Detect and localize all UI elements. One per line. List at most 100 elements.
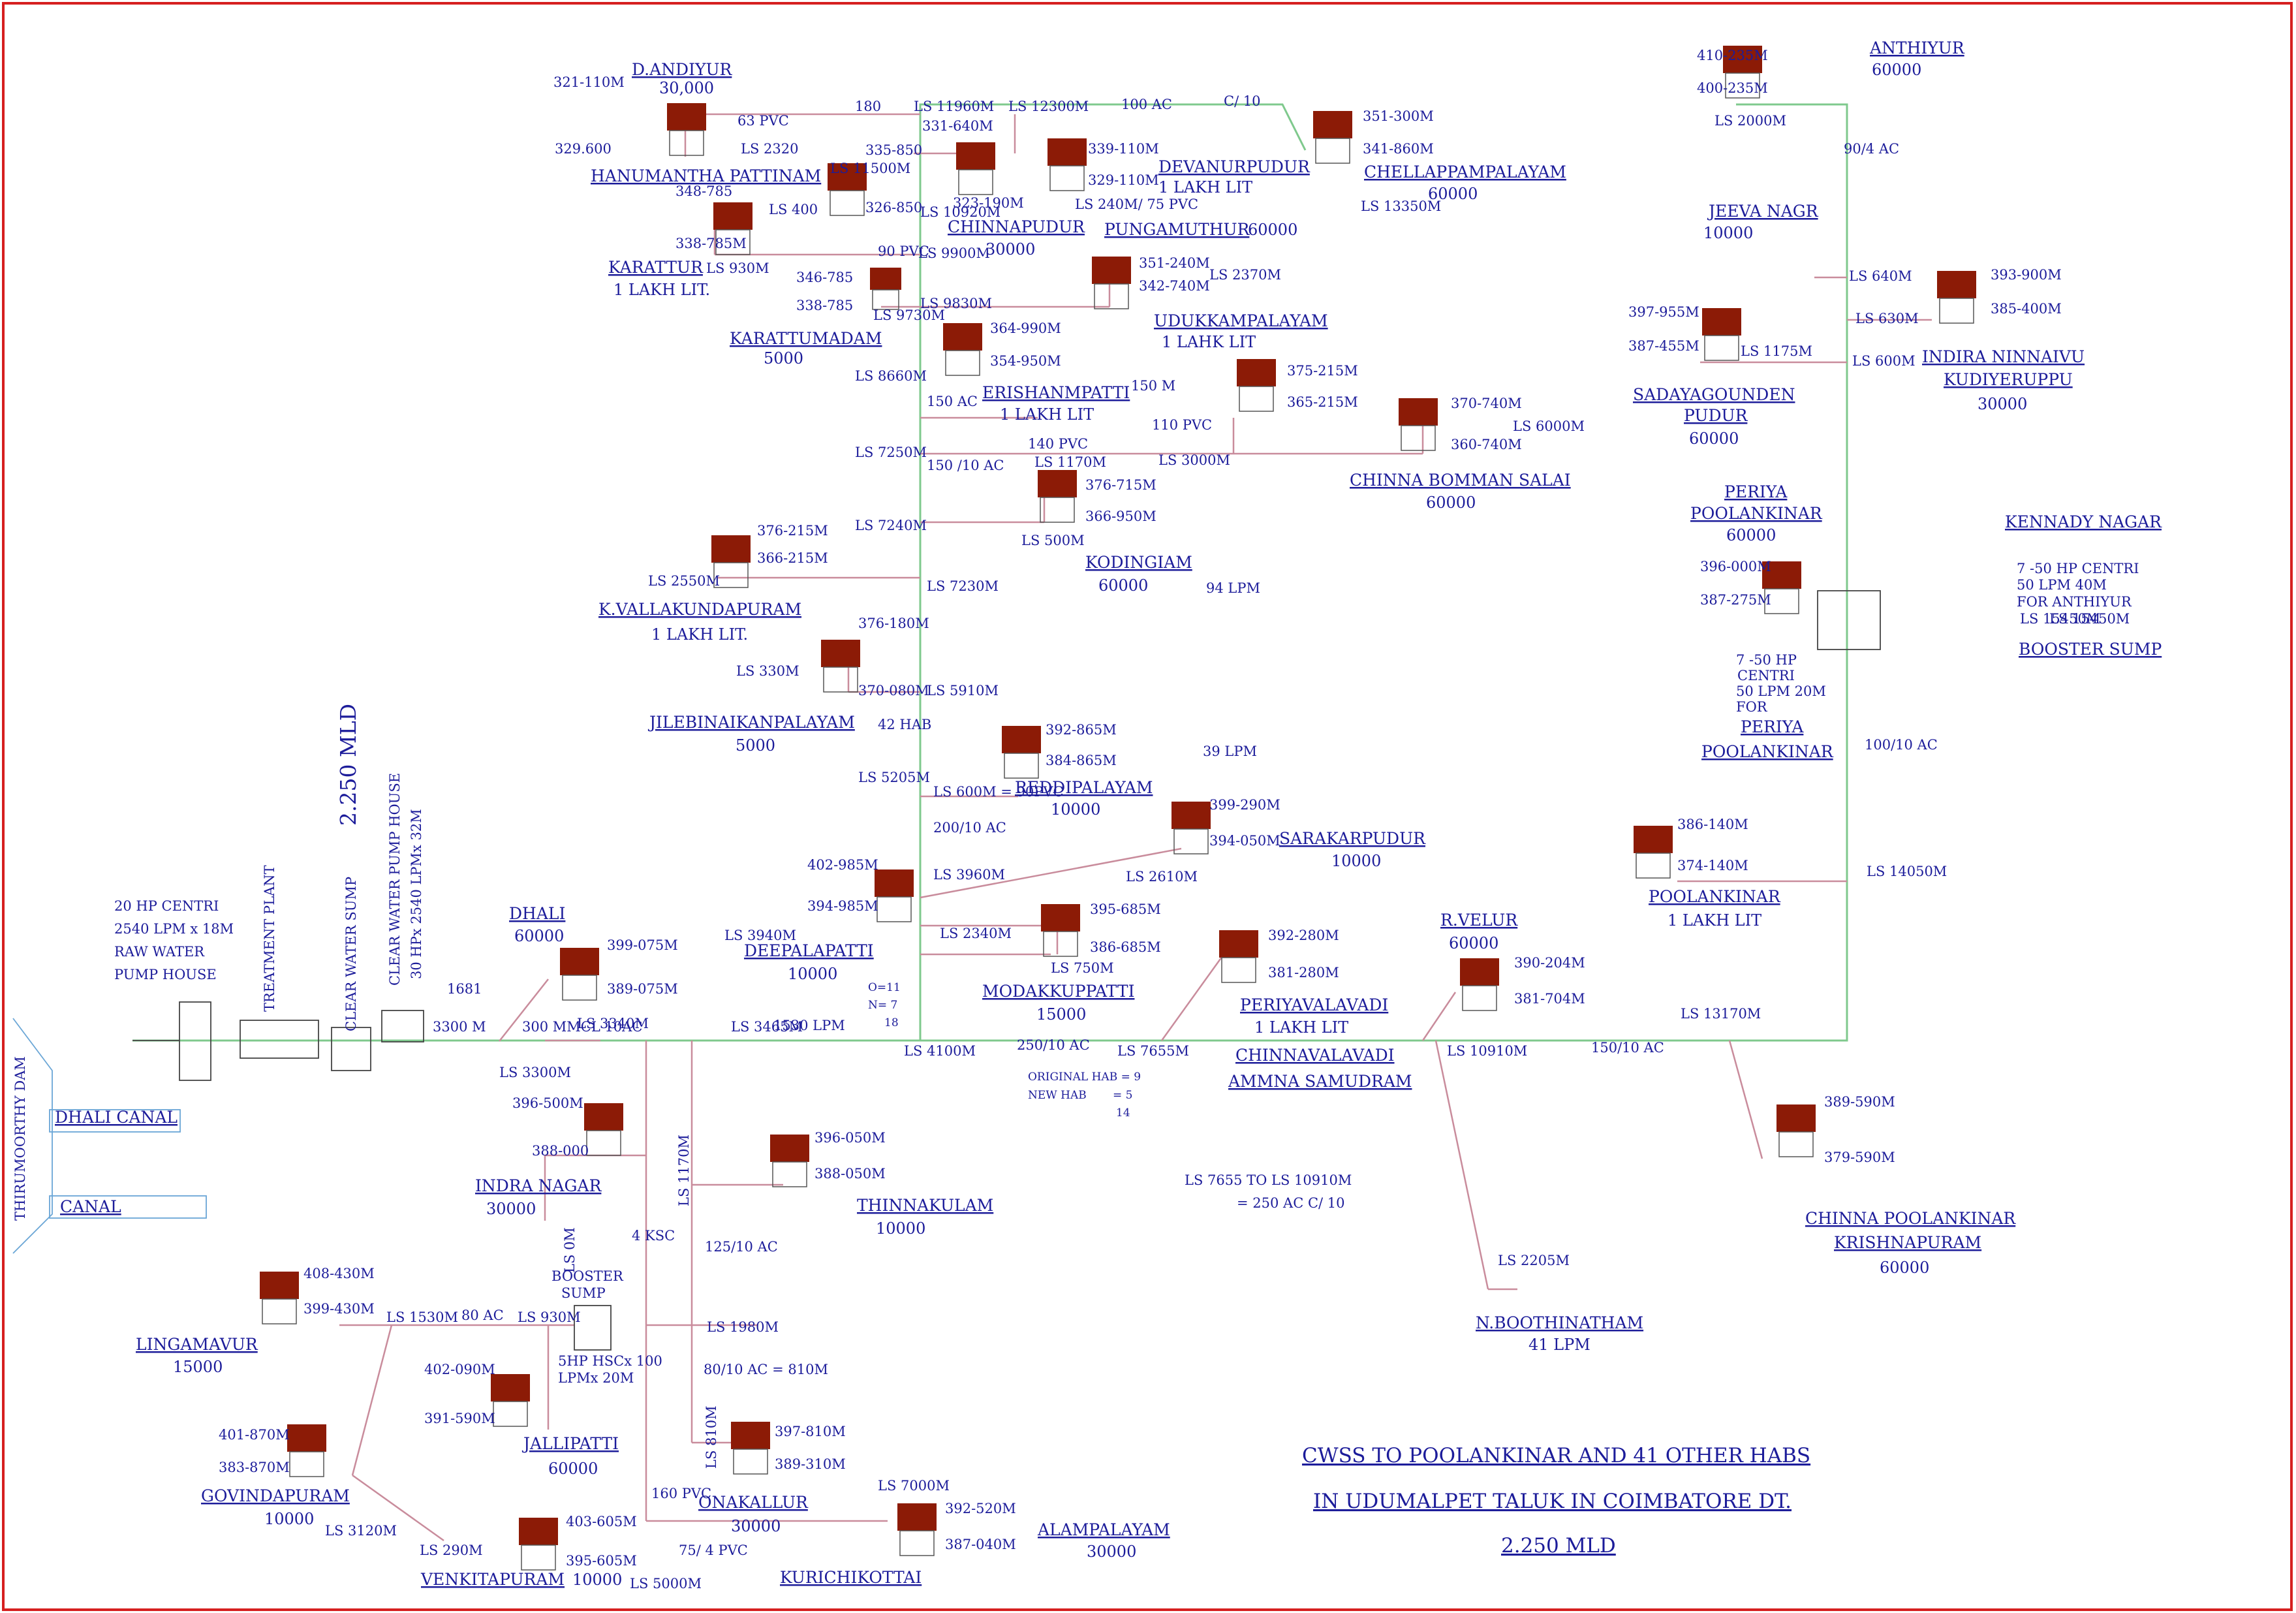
pipe-label: LS 3120M: [325, 1523, 397, 1539]
hab-capacity-kudiyeruppu: 30000: [1978, 395, 2027, 413]
periya-pump-1: 7 -50 HP: [1736, 652, 1797, 668]
tank-body: [770, 1135, 809, 1162]
hab-capacity-r-velur: 60000: [1449, 934, 1498, 952]
tank-stand: [1764, 588, 1799, 614]
pipe-label: 4 KSC: [632, 1228, 675, 1244]
pipe-label: 75/ 4 PVC: [679, 1543, 748, 1558]
pipe-label: 94 LPM: [1206, 580, 1260, 596]
tank-body: [1092, 257, 1131, 284]
tank-body: [943, 323, 982, 351]
pipe-label: 160 PVC: [651, 1486, 711, 1501]
tank-top-level: 392-520M: [945, 1501, 1016, 1516]
tank-stand: [262, 1298, 297, 1324]
hab-capacity-krishnapuram: 60000: [1880, 1259, 1929, 1277]
tank-top-level: 335-850: [865, 142, 922, 158]
hab-capacity-jallipatti: 60000: [548, 1460, 598, 1478]
periya-pump-3: 50 LPM 20M: [1736, 683, 1826, 699]
booster-sump-3: 5HP HSCx 100: [558, 1353, 662, 1369]
hab-capacity-devanurpudur: 1 LAKH LIT: [1158, 178, 1252, 196]
tank-top-level: 376-215M: [757, 523, 828, 539]
tank-top-level: 396-500M: [512, 1095, 583, 1111]
tank-top-level: 376-180M: [858, 616, 929, 631]
capacity-vertical: 2.250 MLD: [335, 704, 361, 826]
periya-pump-4: FOR: [1736, 699, 1768, 715]
pipe-label: LS 15450M: [2049, 611, 2130, 627]
tank-bottom-level: 370-080M: [858, 683, 929, 698]
branch-pipelines: [339, 113, 1932, 1542]
pipe-label: LS 600M: [1852, 353, 1916, 369]
tank-chinnapudur-b: [956, 142, 995, 195]
treatment-plant-box: [240, 1020, 319, 1059]
pipe-label: 150 M: [1131, 378, 1175, 394]
tank-top-level: 375-215M: [1287, 363, 1358, 379]
hab-name-kodingiam: KODINGIAM: [1085, 553, 1192, 572]
tank-stand: [289, 1451, 324, 1477]
canal-label: CANAL: [60, 1197, 121, 1216]
dam-label: THIRUMOORTHY DAM: [12, 1056, 28, 1221]
hab-capacity-indra-nagar: 30000: [486, 1200, 536, 1218]
tank-body: [560, 948, 599, 975]
tank-bottom-level: 387-040M: [945, 1537, 1016, 1552]
tank-jilebinaikanpalayam: [821, 640, 860, 693]
booster-sump-2: SUMP: [561, 1285, 606, 1301]
booster-sump-4: LPMx 20M: [558, 1370, 634, 1386]
pipe-label: LS 7250M: [855, 445, 927, 460]
hab-name-chinna-poolankinar: CHINNA POOLANKINAR: [1805, 1209, 2016, 1228]
pipe-label: 180: [855, 99, 881, 114]
pipe-label: LS 0M: [562, 1227, 578, 1273]
hab-name-sarakarpudur: SARAKARPUDUR: [1279, 829, 1426, 848]
hab-name-ammna-samudram: AMMNA SAMUDRAM: [1228, 1072, 1412, 1091]
tank-bottom-level: 329.600: [555, 141, 612, 157]
pipe-label: LS 13350M: [1361, 198, 1441, 214]
tank-body: [1038, 470, 1077, 497]
title-line-3: 2.250 MLD: [1501, 1534, 1616, 1558]
hab-capacity-pungamuthur: 60000: [1248, 221, 1297, 239]
pipe-label: 3300 M: [433, 1019, 486, 1035]
tank-stand: [1778, 1131, 1814, 1157]
tank-top-level: 395-685M: [1090, 901, 1161, 917]
tank-deepalapatti: [875, 869, 914, 922]
pipe-label: 250/10 AC: [1017, 1037, 1090, 1053]
tank-r-velur: [1460, 958, 1499, 1011]
hab-capacity-reddipalayam: 10000: [1051, 800, 1100, 819]
tank-periyavalavadi: [1219, 930, 1258, 983]
hab-capacity-udukkampalayam: 1 LAHK LIT: [1162, 333, 1256, 351]
tank-body: [1313, 111, 1352, 138]
hab-capacity-venkitapuram: 10000: [572, 1571, 622, 1589]
tank-top-level: 348-785: [675, 183, 732, 199]
pipe-label: LS 7000M: [878, 1478, 950, 1494]
tank-bottom-level: 388-000: [532, 1143, 589, 1159]
tank-top-level: 393-900M: [1991, 267, 2062, 283]
hab-name-lingamavur: LINGAMAVUR: [136, 1335, 258, 1354]
tank-stand: [1704, 335, 1739, 361]
clear-water-sump-label: CLEAR WATER SUMP: [343, 877, 359, 1031]
raw-water-pump-house: [179, 1001, 211, 1081]
hab-name-krishnapuram: KRISHNAPURAM: [1834, 1233, 1981, 1252]
tank-bottom-level: 389-310M: [775, 1456, 846, 1472]
hab-capacity-kodingiam: 60000: [1098, 576, 1148, 595]
tank-top-level: 401-870M: [219, 1427, 290, 1443]
tank-body: [828, 163, 867, 191]
hab-name-thinnakulam: THINNAKULAM: [857, 1196, 993, 1215]
hab-capacity-erishanmpatti: 1 LAKH LIT: [1000, 405, 1094, 424]
tank-body: [870, 268, 901, 290]
tank-body: [1237, 359, 1276, 386]
hab-capacity-chinnapudur: 30000: [985, 240, 1035, 258]
tank-stand: [1939, 298, 1974, 324]
tank-body: [1937, 271, 1976, 298]
pipe-label: LS 3300M: [499, 1065, 571, 1080]
dhali-canal-box: [49, 1109, 181, 1133]
tank-top-level: 376-715M: [1085, 477, 1156, 493]
raw-water-2: 2540 LPM x 18M: [114, 921, 234, 937]
tank-body: [1634, 826, 1673, 853]
onm-3: 18: [884, 1016, 899, 1029]
booster-sump-north-box: [1817, 590, 1881, 650]
tank-indira-ninnaivu: [1937, 271, 1976, 324]
tank-stand: [669, 130, 704, 156]
tank-anthiyur: [1723, 46, 1762, 99]
tank-periya-poolankinar: [1762, 561, 1801, 614]
hab-name-onakallur: ONAKALLUR: [698, 1493, 809, 1512]
tank-body: [1723, 46, 1762, 73]
tank-body: [584, 1103, 623, 1131]
